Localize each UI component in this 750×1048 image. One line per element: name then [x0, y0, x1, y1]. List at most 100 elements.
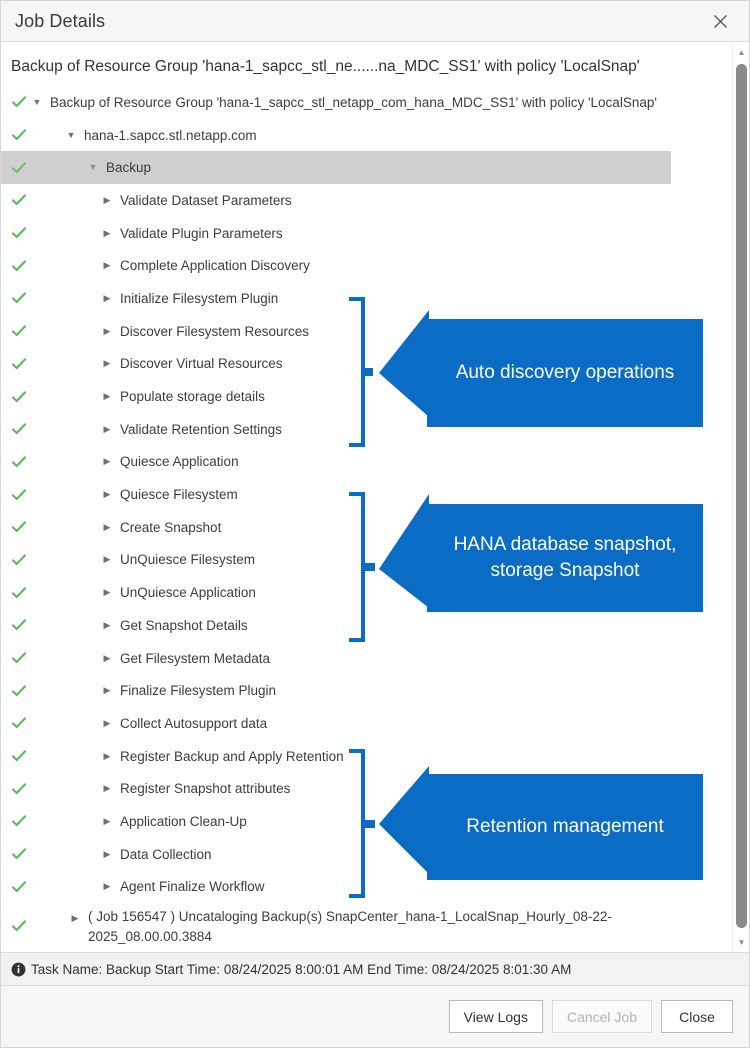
tree-row-step[interactable]: ▶ Validate Plugin Parameters: [1, 217, 749, 250]
chevron-down-icon[interactable]: ▼: [32, 96, 42, 107]
tree-row-backup[interactable]: ▼ Backup: [1, 151, 671, 185]
success-check-icon: [11, 715, 27, 731]
tree-row-label: Get Snapshot Details: [120, 617, 248, 633]
tree-row-step[interactable]: ▶ Create Snapshot: [1, 511, 749, 544]
job-header-title: Backup of Resource Group 'hana-1_sapcc_s…: [11, 58, 640, 75]
tree-row-step[interactable]: ▶ Quiesce Application: [1, 446, 749, 479]
tree-row-label: UnQuiesce Filesystem: [120, 552, 256, 568]
view-logs-button[interactable]: View Logs: [448, 1000, 543, 1033]
tree-row-label: Register Snapshot attributes: [120, 781, 291, 797]
tree-row-label: Finalize Filesystem Plugin: [120, 683, 277, 699]
tree-row-label: Quiesce Application: [120, 454, 239, 470]
tree-row-host[interactable]: ▼ hana-1.sapcc.stl.netapp.com: [1, 119, 749, 152]
chevron-right-icon[interactable]: ▶: [103, 194, 111, 205]
chevron-right-icon[interactable]: ▶: [103, 619, 111, 630]
tree-row-step[interactable]: ▶ Complete Application Discovery: [1, 249, 749, 282]
vertical-scrollbar[interactable]: ▲ ▼: [732, 42, 749, 952]
chevron-right-icon[interactable]: ▶: [103, 783, 111, 794]
job-details-body: Backup of Resource Group 'hana-1_sapcc_s…: [1, 42, 749, 952]
callout-text: Auto discovery operations: [455, 362, 675, 383]
tree-row-step[interactable]: ▶ Register Backup and Apply Retention: [1, 740, 749, 773]
success-check-icon: [11, 94, 27, 110]
chevron-right-icon[interactable]: ▶: [103, 554, 111, 565]
tree-row-step[interactable]: ▶ Application Clean-Up: [1, 805, 749, 838]
success-check-icon: [11, 683, 27, 699]
chevron-right-icon[interactable]: ▶: [103, 325, 111, 336]
success-check-icon: [11, 617, 27, 633]
chevron-right-icon[interactable]: ▶: [103, 685, 111, 696]
task-info-text: Task Name: Backup Start Time: 08/24/2025…: [31, 961, 572, 977]
tree-row-step[interactable]: ▶ Register Snapshot attributes: [1, 772, 749, 805]
tree-row-step[interactable]: ▶ Data Collection: [1, 838, 749, 871]
chevron-right-icon[interactable]: ▶: [103, 391, 111, 402]
chevron-right-icon[interactable]: ▶: [71, 912, 79, 923]
success-check-icon: [11, 160, 27, 176]
chevron-right-icon[interactable]: ▶: [103, 750, 111, 761]
chevron-right-icon[interactable]: ▶: [103, 848, 111, 859]
dialog-footer: View Logs Cancel Job Close: [1, 986, 749, 1047]
chevron-down-icon[interactable]: ▼: [737, 937, 746, 947]
tree-row-label: hana-1.sapcc.stl.netapp.com: [84, 127, 257, 143]
success-check-icon: [11, 846, 27, 862]
close-button[interactable]: Close: [661, 1000, 733, 1033]
chevron-right-icon[interactable]: ▶: [103, 260, 111, 271]
tree-row-step[interactable]: ▶ Collect Autosupport data: [1, 707, 749, 740]
success-check-icon: [11, 748, 27, 764]
chevron-down-icon[interactable]: ▼: [88, 162, 98, 173]
tree-row-step[interactable]: ▶ Get Filesystem Metadata: [1, 642, 749, 675]
chevron-right-icon[interactable]: ▶: [103, 292, 111, 303]
tree-row-root[interactable]: ▼ Backup of Resource Group 'hana-1_sapcc…: [1, 86, 749, 119]
success-check-icon: [11, 585, 27, 601]
tree-row-step[interactable]: ▶ Validate Dataset Parameters: [1, 184, 749, 217]
success-check-icon: [11, 454, 27, 470]
tree-row-label: Populate storage details: [120, 389, 265, 405]
chevron-right-icon[interactable]: ▶: [103, 489, 111, 500]
tree-row-step[interactable]: ▶ Agent Finalize Workflow: [1, 871, 749, 904]
chevron-right-icon[interactable]: ▶: [103, 587, 111, 598]
success-check-icon: [11, 650, 27, 666]
chevron-right-icon[interactable]: ▶: [103, 815, 111, 826]
chevron-up-icon[interactable]: ▲: [737, 47, 746, 57]
tree-row-step[interactable]: ▶ Initialize Filesystem Plugin: [1, 282, 749, 315]
success-check-icon: [11, 487, 27, 503]
tree-row-label: Register Backup and Apply Retention: [120, 748, 344, 764]
callout-retention-management[interactable]: Retention management: [427, 774, 703, 880]
tree-row-step[interactable]: ▶ UnQuiesce Application: [1, 576, 749, 609]
tree-row-step[interactable]: ▶ Discover Filesystem Resources: [1, 315, 749, 348]
callout-auto-discovery[interactable]: Auto discovery operations: [427, 319, 703, 427]
chevron-down-icon[interactable]: ▼: [66, 129, 76, 140]
success-check-icon: [11, 258, 27, 274]
tree-row-label: Backup: [106, 160, 152, 176]
chevron-right-icon[interactable]: ▶: [103, 423, 111, 434]
close-icon[interactable]: [707, 8, 733, 34]
success-check-icon: [11, 918, 27, 934]
success-check-icon: [11, 127, 27, 143]
tree-row-step[interactable]: ▶ UnQuiesce Filesystem: [1, 544, 749, 577]
tree-row-label: Create Snapshot: [120, 519, 222, 535]
tree-row-label: Data Collection: [120, 846, 212, 862]
tree-row-step[interactable]: ▶ Quiesce Filesystem: [1, 478, 749, 511]
tree-row-label: Discover Filesystem Resources: [120, 323, 310, 339]
chevron-right-icon[interactable]: ▶: [103, 358, 111, 369]
chevron-right-icon[interactable]: ▶: [103, 652, 111, 663]
chevron-right-icon[interactable]: ▶: [103, 881, 111, 892]
tree-row-step[interactable]: ▶ Populate storage details: [1, 380, 749, 413]
chevron-right-icon[interactable]: ▶: [103, 717, 111, 728]
chevron-right-icon[interactable]: ▶: [103, 227, 111, 238]
callout-hana-snapshot[interactable]: HANA database snapshot, storage Snapshot: [427, 504, 703, 612]
tree-row-step[interactable]: ▶ Get Snapshot Details: [1, 609, 749, 642]
tree-row-step[interactable]: ▶ Discover Virtual Resources: [1, 348, 749, 381]
tree-row-label: Initialize Filesystem Plugin: [120, 290, 279, 306]
scrollbar-thumb[interactable]: [736, 64, 747, 928]
tree-row-label: UnQuiesce Application: [120, 585, 256, 601]
tree-row-step[interactable]: ▶ Validate Retention Settings: [1, 413, 749, 446]
tree-row-sub-job[interactable]: ▶ ( Job 156547 ) Uncataloging Backup(s) …: [1, 903, 749, 947]
chevron-right-icon[interactable]: ▶: [103, 456, 111, 467]
tree-row-step[interactable]: ▶ Finalize Filesystem Plugin: [1, 674, 749, 707]
info-icon: [11, 962, 26, 977]
tree-row-label: Agent Finalize Workflow: [120, 879, 265, 895]
callout-text: Retention management: [466, 816, 664, 837]
chevron-right-icon[interactable]: ▶: [103, 521, 111, 532]
task-info-bar: Task Name: Backup Start Time: 08/24/2025…: [1, 952, 749, 986]
tree-row-label: Validate Dataset Parameters: [120, 192, 292, 208]
